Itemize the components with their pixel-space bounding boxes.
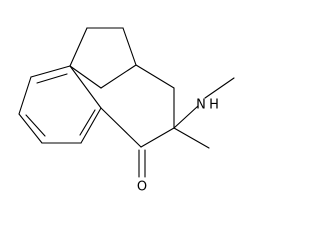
molecule-canvas: N H O bbox=[18, 27, 235, 195]
bond-c4-c6 bbox=[135, 64, 175, 89]
bond-c7-methyl bbox=[173, 127, 210, 149]
bond-n-methyl bbox=[204, 77, 235, 99]
oxygen-label: O bbox=[137, 180, 147, 195]
bond-ar-3 bbox=[18, 113, 43, 144]
hydrogen-label: H bbox=[209, 98, 219, 113]
bond-ar-inner-3 bbox=[79, 109, 96, 136]
bond-ar-1 bbox=[30, 65, 71, 78]
bond-c3-c4 bbox=[122, 27, 137, 66]
bond-ar-5 bbox=[80, 107, 102, 144]
bond-ar-6 bbox=[69, 65, 102, 109]
bond-ar-inner-1 bbox=[36, 73, 68, 84]
nitrogen-label: N bbox=[196, 98, 206, 113]
bond-c8-c9 bbox=[100, 107, 142, 148]
bond-c7-c8 bbox=[140, 127, 175, 148]
bond-ar-2 bbox=[18, 76, 32, 115]
bond-c5-c1 bbox=[69, 65, 102, 89]
bond-c1-c2 bbox=[69, 27, 88, 67]
bond-c7-n bbox=[173, 105, 199, 129]
bond-c4-c5 bbox=[100, 64, 137, 89]
chemical-structure-diagram: N H O bbox=[18, 27, 235, 195]
bond-ar-inner-2 bbox=[25, 114, 46, 137]
